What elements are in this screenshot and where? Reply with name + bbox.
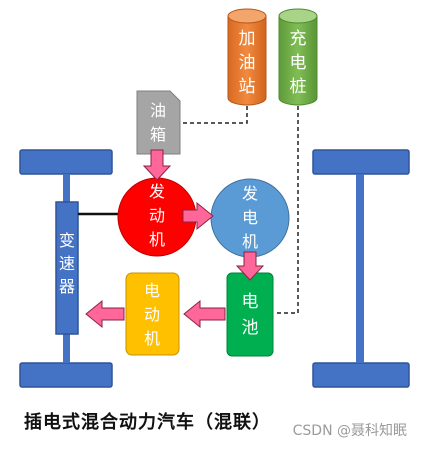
left-front-wheel xyxy=(19,149,113,175)
arrow-battery-to-motor xyxy=(183,299,226,329)
charging-pile-label-1: 充 xyxy=(290,29,307,49)
battery-label-2: 池 xyxy=(242,318,259,338)
right-wheels xyxy=(312,149,410,388)
fuel-tank-label-1: 油 xyxy=(150,101,166,120)
left-rear-wheel xyxy=(19,362,113,388)
arrow-generator-to-battery xyxy=(235,251,265,281)
transmission-label-3: 器 xyxy=(59,277,75,296)
diagram-caption: 插电式混合动力汽车（混联） xyxy=(24,412,271,433)
charge-line xyxy=(276,106,299,314)
right-axle xyxy=(356,174,364,363)
motor-label-3: 机 xyxy=(144,329,160,348)
fuel-tank xyxy=(136,90,181,155)
battery xyxy=(226,272,274,357)
transmission-label-1: 变 xyxy=(59,231,75,250)
left-wheels xyxy=(19,149,113,388)
fuel-tank-label-2: 箱 xyxy=(150,125,166,144)
generator-label-3: 机 xyxy=(242,232,258,251)
transmission-label-2: 速 xyxy=(59,254,75,273)
fuel-line xyxy=(180,106,248,124)
gas-station-label-2: 油 xyxy=(239,53,256,73)
gas-station-label-3: 站 xyxy=(239,77,256,97)
charging-pile-label-2: 电 xyxy=(290,53,307,73)
motor-label-1: 电 xyxy=(144,281,160,300)
motor-label-2: 动 xyxy=(144,305,160,324)
generator-label-2: 电 xyxy=(242,208,258,227)
arrow-motor-to-transmission xyxy=(85,299,125,329)
engine-label-2: 动 xyxy=(149,206,165,225)
gas-station-label-1: 加 xyxy=(239,29,256,49)
arrow-engine-to-generator xyxy=(182,201,214,231)
watermark: CSDN @聂科知眠 xyxy=(292,423,407,439)
battery-label-1: 电 xyxy=(242,292,259,312)
engine-label-1: 发 xyxy=(149,182,165,201)
arrow-tank-to-engine xyxy=(142,149,172,181)
charging-pile-label-3: 桩 xyxy=(290,77,307,97)
engine-label-3: 机 xyxy=(149,230,165,249)
gas-station xyxy=(227,8,267,106)
charging-pile xyxy=(278,8,318,106)
left-axle-top xyxy=(63,174,70,202)
motor xyxy=(125,272,180,356)
generator-label-1: 发 xyxy=(242,184,258,203)
left-axle-bottom xyxy=(63,334,70,363)
right-rear-wheel xyxy=(312,362,410,388)
transmission-box xyxy=(55,201,79,335)
right-front-wheel xyxy=(312,149,410,175)
